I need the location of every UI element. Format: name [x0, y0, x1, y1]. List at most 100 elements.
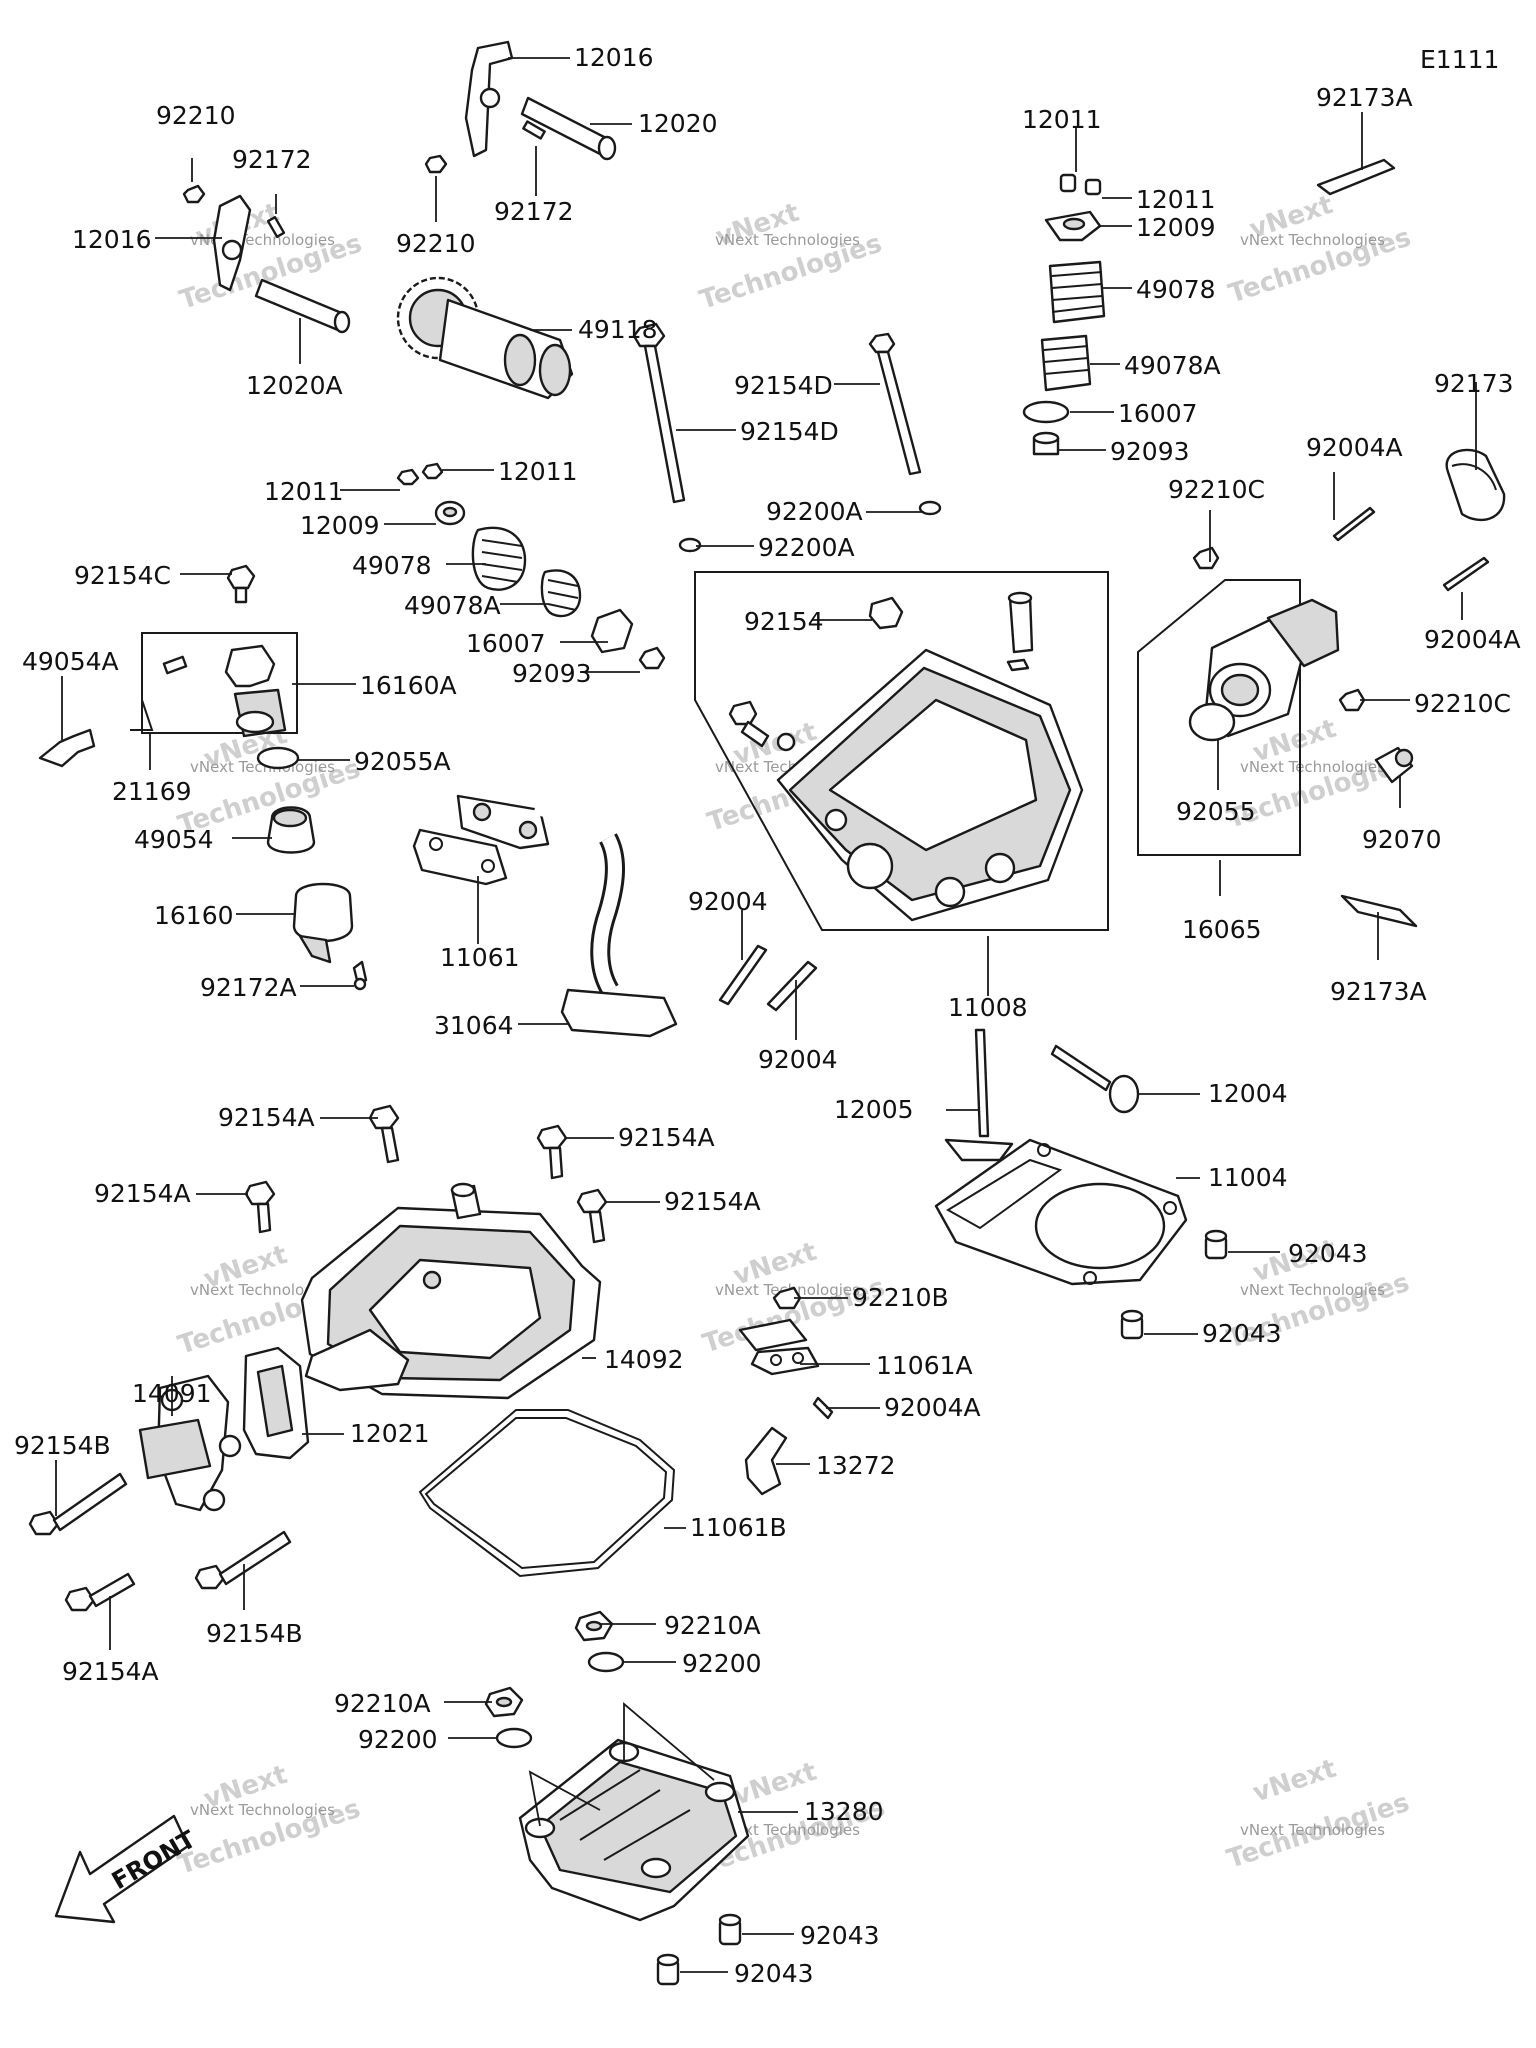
- label-12021: 12021: [350, 1419, 430, 1448]
- label-11061A: 11061A: [876, 1351, 973, 1380]
- dowel-92043-b: [1120, 1309, 1144, 1340]
- watermark-12: vNext Technologies: [1223, 1754, 1413, 1875]
- label-49054: 49054: [134, 825, 214, 854]
- watermark-text-3: vNext Technologies: [1240, 231, 1385, 249]
- label-12009-left: 12009: [300, 511, 380, 540]
- label-92004-bottom: 92004: [758, 1045, 838, 1074]
- label-92004-top: 92004: [688, 887, 768, 916]
- head-gasket-11004: [934, 1138, 1188, 1286]
- seal-92093-right: [1032, 431, 1060, 456]
- pin-92172-left: [266, 216, 286, 238]
- housing-16160A: [162, 644, 287, 738]
- keeper-12011-b: [421, 462, 444, 480]
- seat-16007-left: [590, 608, 634, 654]
- dowel-92043-d: [656, 1953, 680, 1986]
- bolt-92154A-4: [576, 1188, 608, 1244]
- label-12009-right: 12009: [1136, 213, 1216, 242]
- label-12004: 12004: [1208, 1079, 1288, 1108]
- bolt-92154D-right: [868, 332, 922, 476]
- label-49078-left: 49078: [352, 551, 432, 580]
- head-cover-14092: [300, 1182, 602, 1400]
- valve-12005: [944, 1028, 1014, 1162]
- cam-chain-tensioner-14091: [138, 1374, 242, 1512]
- watermark-text-10: vNext Technologies: [190, 1801, 335, 1819]
- label-92154: 92154: [744, 607, 824, 636]
- label-92210-top: 92210: [396, 229, 476, 258]
- svg-text:vNext: vNext: [1249, 1754, 1340, 1809]
- label-92210B: 92210B: [852, 1283, 949, 1312]
- nut-92210B: [772, 1286, 802, 1310]
- tensioner-plate-12021: [242, 1346, 310, 1460]
- label-92173A-bottom: 92173A: [1330, 977, 1427, 1006]
- label-92154B-left: 92154B: [14, 1431, 111, 1460]
- label-92043-right-a: 92043: [1288, 1239, 1368, 1268]
- label-92154B-right: 92154B: [206, 1619, 303, 1648]
- leader-lines: [55, 57, 1477, 1973]
- label-13272: 13272: [816, 1451, 896, 1480]
- washer-92200A-left: [678, 537, 702, 553]
- label-92154A-1: 92154A: [218, 1103, 315, 1132]
- label-12005: 12005: [834, 1095, 914, 1124]
- spring-49078A-right: [1040, 334, 1092, 392]
- washer-92200A-right: [918, 500, 942, 516]
- label-92055: 92055: [1176, 797, 1256, 826]
- label-16160: 16160: [154, 901, 234, 930]
- water-pipe-31064: [456, 751, 697, 1038]
- label-14091: 14091: [132, 1379, 212, 1408]
- nut-92210A-left: [484, 1686, 524, 1718]
- label-92210-left: 92210: [156, 101, 236, 130]
- thermostat-49054: [266, 806, 316, 854]
- nut-92154-in-box: [868, 596, 904, 630]
- watermark-text-1: vNext Technologies: [190, 231, 335, 249]
- clip-21169: [130, 699, 154, 731]
- pin-92172-top: [522, 120, 546, 140]
- label-12020: 12020: [638, 109, 718, 138]
- washer-in-box: [776, 732, 796, 752]
- head-cover-flange: [304, 1328, 410, 1392]
- label-92210C-right: 92210C: [1414, 689, 1511, 718]
- intake-pipe-16065: [1204, 598, 1340, 738]
- bracket-13272: [744, 1426, 788, 1496]
- label-92210C-top: 92210C: [1168, 475, 1265, 504]
- label-92200A-left: 92200A: [758, 533, 855, 562]
- valve-12004: [1050, 1044, 1140, 1114]
- watermark-text-4: vNext Technologies: [190, 758, 335, 776]
- dowel-92043-a: [1204, 1229, 1228, 1260]
- label-92210A-left: 92210A: [334, 1689, 431, 1718]
- cover-16160: [292, 882, 354, 964]
- label-92154A-5: 92154A: [62, 1657, 159, 1686]
- spring-49078A-left: [540, 569, 582, 618]
- bolt-92154B-b: [194, 1530, 292, 1590]
- sensor-49054A: [38, 728, 96, 768]
- washer-92200-top: [587, 1651, 625, 1673]
- label-92210A-top: 92210A: [664, 1611, 761, 1640]
- clip-92173A-top: [1316, 158, 1396, 196]
- gasket-11061B: [418, 1409, 676, 1578]
- clamp-92173: [1445, 448, 1506, 522]
- label-92004A-right: 92004A: [1424, 625, 1521, 654]
- label-92200A-right: 92200A: [766, 497, 863, 526]
- keeper-12011-c: [1059, 173, 1077, 193]
- label-16007-right: 16007: [1118, 399, 1198, 428]
- rocker-shaft-12020: [520, 96, 617, 161]
- label-92154A-2: 92154A: [618, 1123, 715, 1152]
- label-92173A-top: 92173A: [1316, 83, 1413, 112]
- label-12020A: 12020A: [246, 371, 343, 400]
- label-21169: 21169: [112, 777, 192, 806]
- gasket-11061: [412, 828, 508, 886]
- label-49054A: 49054A: [22, 647, 119, 676]
- label-92055A: 92055A: [354, 747, 451, 776]
- label-92173: 92173: [1434, 369, 1514, 398]
- nut-92210-left: [182, 184, 206, 204]
- fitting-92154C: [226, 564, 256, 604]
- nut-92210-top: [424, 154, 448, 174]
- label-12011-right-a: 12011: [1022, 105, 1102, 134]
- label-16160A: 16160A: [360, 671, 457, 700]
- pin-92004A-b: [1442, 556, 1490, 592]
- label-11061B: 11061B: [690, 1513, 787, 1542]
- label-14092: 14092: [604, 1345, 684, 1374]
- seat-16007-right: [1022, 400, 1070, 424]
- spring-49078-right: [1048, 260, 1106, 324]
- rocker-arm-12016-left: [212, 194, 252, 292]
